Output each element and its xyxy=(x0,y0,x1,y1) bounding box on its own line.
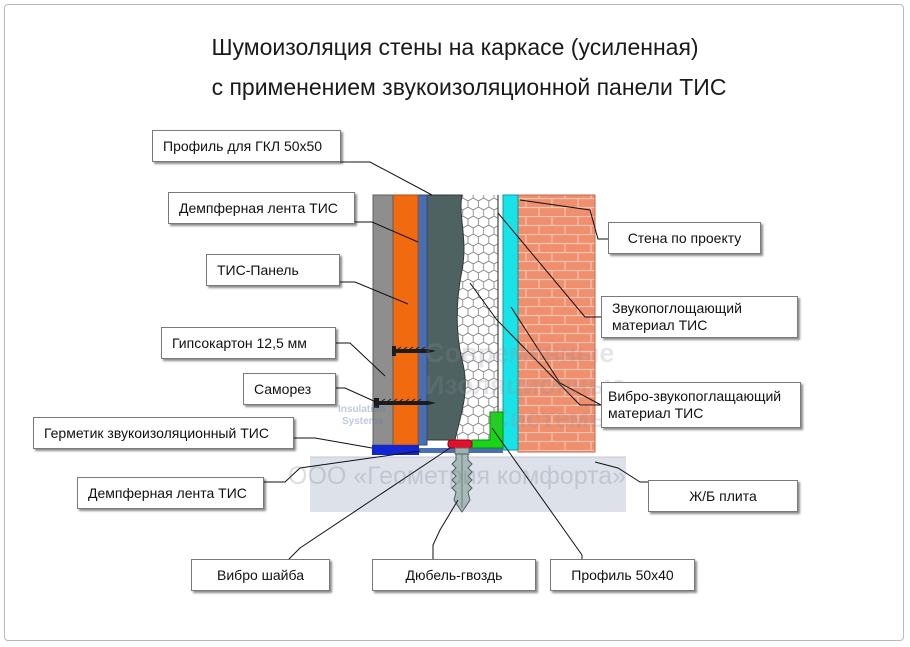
label-wall: Стена по проекту xyxy=(608,222,761,254)
label-slab: Ж/Б плита xyxy=(648,480,798,512)
label-profile-50x40: Профиль 50х40 xyxy=(550,559,695,591)
label-tis-panel: ТИС-Панель xyxy=(206,254,340,286)
sealant-strip xyxy=(372,445,419,455)
label-damper-tape-top: Демпферная лента ТИС xyxy=(168,192,355,224)
label-damper-tape-bottom: Демпферная лента ТИС xyxy=(77,477,264,509)
title-line-2: с применением звукоизоляционной панели Т… xyxy=(211,74,727,100)
label-profile-gkl: Профиль для ГКЛ 50х50 xyxy=(152,130,341,162)
title-line-1: Шумоизоляция стены на каркасе (усиленная… xyxy=(211,34,699,60)
brick-wall xyxy=(517,194,596,453)
label-dowel-nail: Дюбель-гвоздь xyxy=(372,559,536,591)
green-profile xyxy=(471,411,504,449)
label-vibro-washer: Вибро шайба xyxy=(191,559,330,591)
vibro-washer xyxy=(447,439,473,449)
label-screw: Саморез xyxy=(243,373,336,405)
label-sealant: Герметик звукоизоляционный ТИС xyxy=(33,417,294,449)
label-sound-absorb: Звукопоглощающий материал ТИС xyxy=(601,296,798,338)
label-vibro-absorb: Вибро-звукопоглащающий материал ТИС xyxy=(601,382,801,428)
vibro-absorb-layer xyxy=(502,194,519,451)
label-drywall: Гипсокартон 12,5 мм xyxy=(161,327,336,359)
page-frame xyxy=(4,4,904,641)
screws xyxy=(374,346,436,408)
dark-panel xyxy=(426,194,466,441)
steel-profile-strip xyxy=(417,194,428,446)
dowel-nail xyxy=(451,447,473,513)
